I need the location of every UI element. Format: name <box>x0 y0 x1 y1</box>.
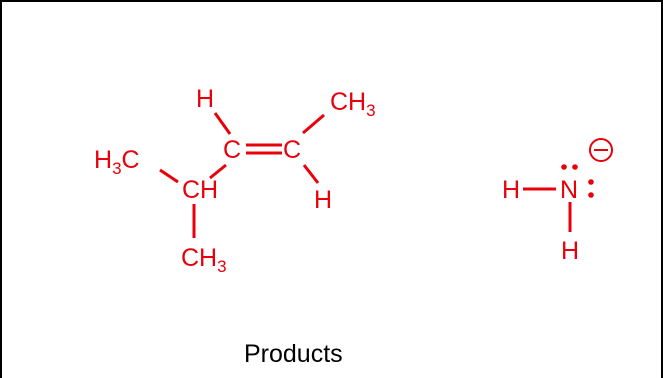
caption-products: Products <box>244 340 343 368</box>
alkene-c-right: C <box>283 136 301 164</box>
lone-pair-right-dot-2 <box>588 192 594 198</box>
bond-cright-methyl-top <box>302 113 325 135</box>
amide-h-left: H <box>502 176 520 204</box>
lone-pair-right-dot-1 <box>588 179 594 185</box>
alkene-methyl-top-c: CH3 <box>330 88 376 120</box>
bond-methylleft-ch <box>159 168 179 184</box>
alkene-methyl-left: H3C <box>94 146 140 178</box>
alkene-h-bottom: H <box>314 186 332 214</box>
alkene-h-top: H <box>196 85 214 113</box>
negative-charge-circle <box>589 138 613 162</box>
lone-pair-top-dot-1 <box>561 164 567 170</box>
amide-h-bottom: H <box>561 237 579 265</box>
alkene-ch-carbon: CH <box>182 176 218 204</box>
amide-n: N <box>560 176 578 204</box>
bond-cright-h-bottom <box>302 164 320 184</box>
alkene-methyl-bottom: CH3 <box>181 244 227 276</box>
bond-cleft-ch <box>209 163 227 180</box>
bond-htop-cleft <box>213 112 232 135</box>
alkene-c-left: C <box>223 136 241 164</box>
lone-pair-top-dot-2 <box>572 164 578 170</box>
